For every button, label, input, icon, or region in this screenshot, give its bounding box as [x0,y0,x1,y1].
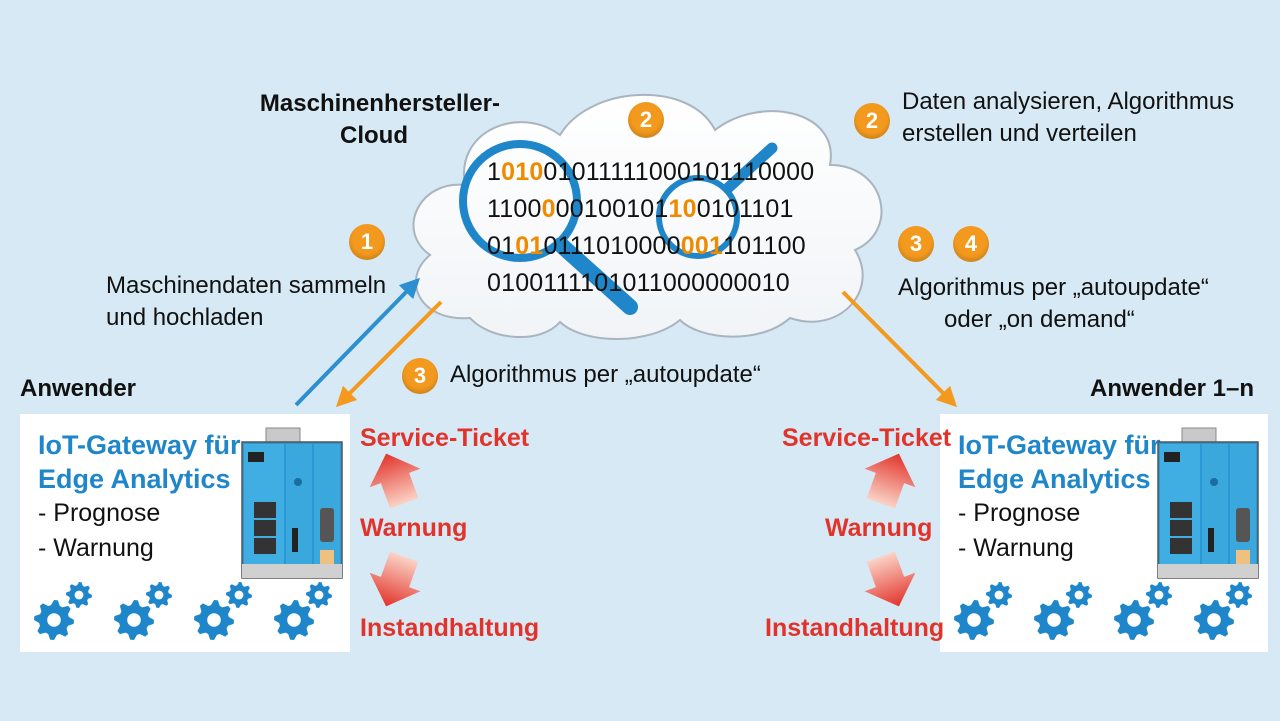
right-gateway-panel: IoT-Gateway für Edge Analytics - Prognos… [940,414,1268,652]
binary-segment: 0111010000 [543,232,681,260]
left-panel-title-2: Edge Analytics [38,464,231,494]
left-user-label: Anwender [20,375,137,402]
arrow-down-icon [369,551,421,607]
binary-segment: 0101101 [696,195,794,223]
step1-line2: und hochladen [106,304,264,332]
gear-icon [194,582,274,642]
binary-segment: 1100 [487,195,542,223]
right-service-ticket: Service-Ticket [782,424,952,452]
right-gear-row [954,582,1274,642]
gateway-device-icon [1157,427,1259,579]
cloud-title: Maschinenhersteller- Cloud [255,88,500,153]
step34-text: Algorithmus per „autoupdate“ oder „on de… [898,272,1209,337]
binary-row: 1100000100101100101101 [487,191,814,228]
left-service-ticket: Service-Ticket [360,424,530,452]
binary-highlight: 01 [515,232,544,260]
binary-row: 101001011111000101110000 [487,154,814,191]
upload-arrow [294,277,420,407]
gear-icon [954,582,1034,642]
binary-row: 01010111010000001101100 [487,228,814,265]
binary-segment: 01011111000101110000 [543,158,815,186]
left-item-prognose: - Prognose [38,499,161,527]
binary-highlight: 0 [541,195,556,223]
binary-highlight: 010 [501,158,544,186]
gear-icon [114,582,194,642]
step34-line2: oder „on demand“ [944,306,1135,334]
step-badge: 2 [854,103,890,139]
step1-line1: Maschinendaten sammeln [106,272,387,299]
binary-segment: 01 [487,232,516,260]
step-badge: 4 [953,226,989,262]
gateway-device-icon [241,427,343,579]
binary-segment: 1 [487,158,502,186]
left-instandhaltung: Instandhaltung [360,614,540,642]
download-arrow-right [841,290,958,408]
cloud-title-line1: Maschinenhersteller- [259,90,500,117]
gear-icon [1194,582,1274,642]
binary-segment: 101100 [723,232,806,260]
step-badge: 1 [349,224,385,260]
right-panel-title-1: IoT-Gateway für [958,430,1161,460]
step2-text: Daten analysieren, Algorithmus erstellen… [902,86,1234,151]
step34-line1: Algorithmus per „autoupdate“ [898,274,1209,301]
left-panel-title-1: IoT-Gateway für [38,430,241,460]
arrow-up-icon [369,453,421,509]
right-panel-title-2: Edge Analytics [958,464,1151,494]
left-warnung: Warnung [360,514,468,542]
step-badge: 3 [402,358,438,394]
right-user-label: Anwender 1–n [1090,375,1255,402]
step3-text: Algorithmus per „autoupdate“ [450,361,761,388]
arrow-up-icon [864,453,916,509]
binary-segment: 00100101 [555,195,669,223]
binary-highlight: 001 [680,232,724,260]
magnifier-icon [459,140,638,315]
right-item-prognose: - Prognose [958,499,1081,527]
binary-row: 0100111101011000000010 [487,265,814,302]
left-gear-row [34,582,354,642]
gear-icon [1034,582,1114,642]
step1-text: Maschinendaten sammeln und hochladen [106,270,386,335]
right-instandhaltung: Instandhaltung [765,614,945,642]
cloud-title-line2: Cloud [340,122,408,150]
step2-line1: Daten analysieren, Algorithmus [902,88,1235,115]
right-item-warnung: - Warnung [958,534,1074,562]
left-gateway-panel: IoT-Gateway für Edge Analytics - Prognos… [20,414,350,652]
binary-highlight: 10 [668,195,697,223]
binary-segment: 0100111101011000000010 [487,269,790,297]
step-badge: 2 [628,102,664,138]
right-warnung: Warnung [825,514,933,542]
gear-icon [274,582,354,642]
step2-line2: erstellen und verteilen [902,120,1137,148]
gear-icon [1114,582,1194,642]
gear-icon [34,582,114,642]
arrow-down-icon [864,551,916,607]
download-arrow-left [335,300,443,408]
step-badge: 3 [898,226,934,262]
magnifier-icon [656,142,778,259]
left-item-warnung: - Warnung [38,534,154,562]
